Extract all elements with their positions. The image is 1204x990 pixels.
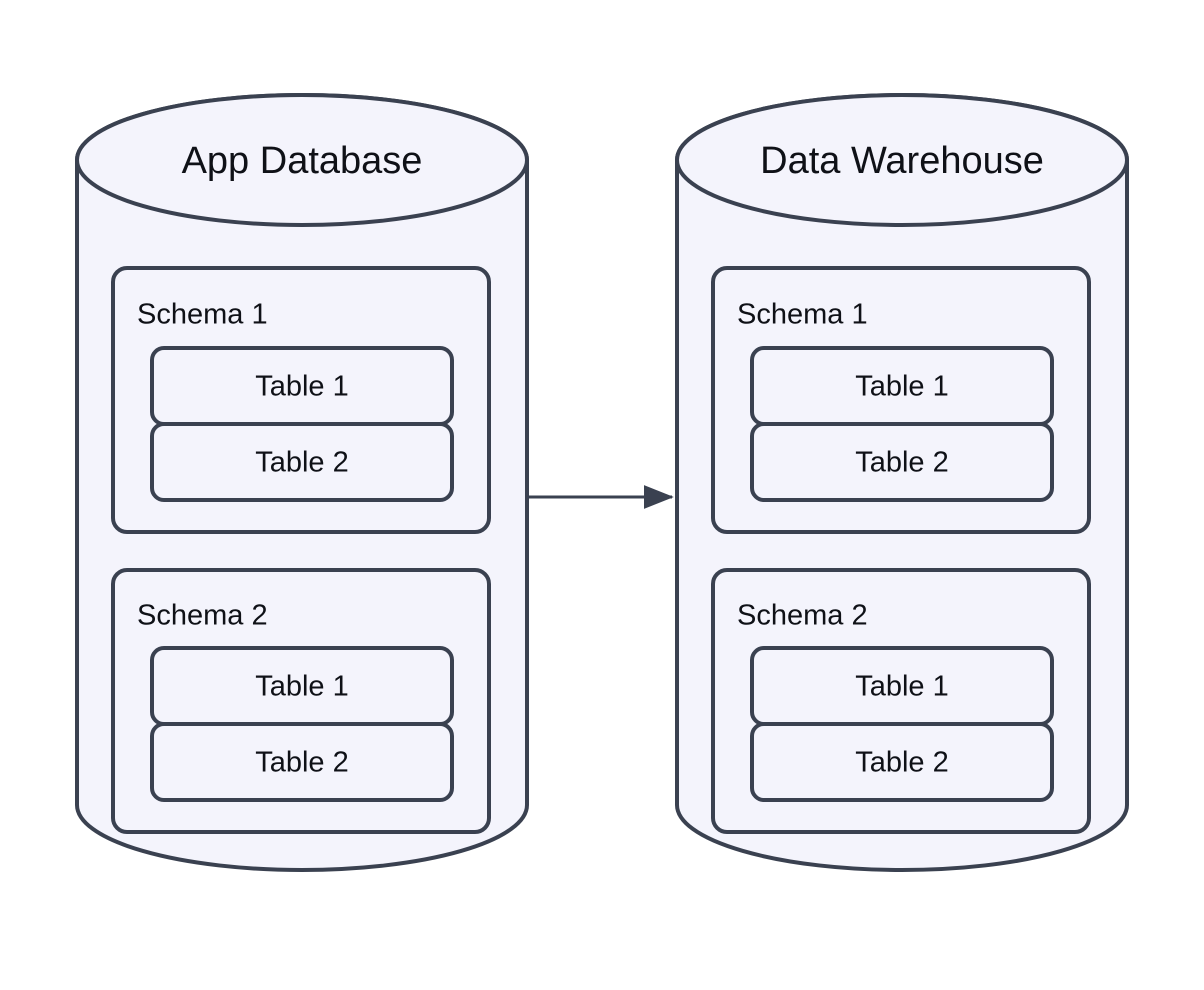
target-cylinder-top-rim xyxy=(675,93,1129,227)
source-schema-1-table-1-label: Table 1 xyxy=(255,371,349,403)
target-schema-2-group[interactable]: Schema 2 Table 1 Table 2 xyxy=(711,568,1091,834)
target-schema-1-label: Schema 1 xyxy=(737,299,868,331)
target-schema-1-table-1-label: Table 1 xyxy=(855,371,949,403)
target-schema-2-table-2-box[interactable] xyxy=(750,722,1054,802)
source-schema-2-group[interactable]: Schema 2 Table 1 Table 2 xyxy=(111,568,491,834)
source-schema-1-table-2-box[interactable] xyxy=(150,422,454,502)
target-schema-2-table-1-label: Table 1 xyxy=(855,671,949,703)
source-schema-1-group[interactable]: Schema 1 Table 1 Table 2 xyxy=(111,266,491,534)
target-schema-2-table-2-label: Table 2 xyxy=(855,747,949,779)
source-database-cylinder[interactable]: App Database Schema 1 Table 1 Table 2 Sc… xyxy=(75,93,529,872)
target-schema-1-group[interactable]: Schema 1 Table 1 Table 2 xyxy=(711,266,1091,534)
source-schema-2-table-1-label: Table 1 xyxy=(255,671,349,703)
source-schema-2-table-2-label: Table 2 xyxy=(255,747,349,779)
target-database-cylinder[interactable]: Data Warehouse Schema 1 Table 1 Table 2 … xyxy=(675,93,1129,872)
source-schema-1-label: Schema 1 xyxy=(137,299,268,331)
target-database-title: Data Warehouse xyxy=(760,140,1044,182)
source-schema-2-table-2-box[interactable] xyxy=(150,722,454,802)
target-schema-1-table-2-label: Table 2 xyxy=(855,447,949,479)
source-schema-2-label: Schema 2 xyxy=(137,600,268,632)
source-schema-1-table-2-label: Table 2 xyxy=(255,447,349,479)
source-database-title: App Database xyxy=(182,140,423,182)
target-schema-2-label: Schema 2 xyxy=(737,600,868,632)
source-cylinder-top-rim xyxy=(75,93,529,227)
target-schema-1-table-2-box[interactable] xyxy=(750,422,1054,502)
